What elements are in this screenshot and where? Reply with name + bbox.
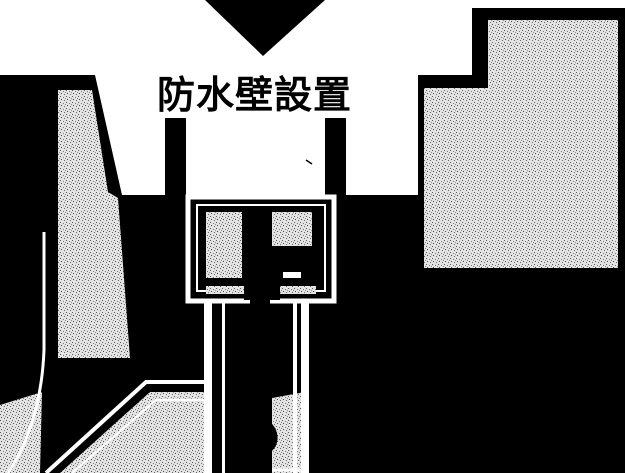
pump-equipment xyxy=(244,210,280,456)
shaft-wall-left xyxy=(204,300,212,473)
barrier-fill-right xyxy=(272,212,312,246)
foundation-outline-outer xyxy=(44,380,204,473)
mark-tick xyxy=(305,159,313,165)
right-building xyxy=(424,20,618,268)
left-curve-line xyxy=(6,232,46,473)
left-ground-speckle xyxy=(0,392,42,473)
shaft-outer-right xyxy=(301,300,309,473)
pump-outlet xyxy=(283,272,301,278)
shaft-wall-right xyxy=(293,300,297,473)
diagram-title: 防水壁設置 xyxy=(157,73,353,117)
shaft-inner-left xyxy=(222,300,225,473)
left-wall xyxy=(58,90,130,358)
foundation-outline-inner xyxy=(71,399,204,473)
foundation-right xyxy=(272,392,305,473)
barrier-fill-left xyxy=(206,212,242,278)
down-arrow-icon xyxy=(205,0,325,56)
